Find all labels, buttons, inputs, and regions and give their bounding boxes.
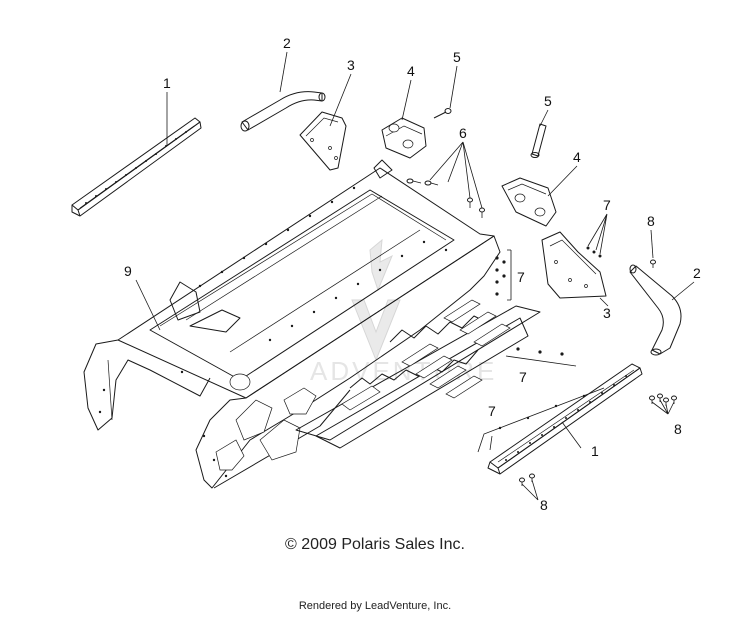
part-2-tube-right	[629, 264, 682, 356]
part-6-screws	[406, 178, 485, 218]
part-7-rivets-center	[495, 256, 577, 367]
part-1-rail-right	[487, 363, 643, 475]
callout-8-right: 8	[674, 421, 682, 437]
part-8-bolt-upper	[650, 259, 656, 268]
callout-7-center: 7	[519, 369, 527, 385]
callout-numbers: 1 2 3 4 5 6 5 4 7 8 2 9 7 3 7 7 1 8 8	[124, 35, 701, 513]
callout-3-right: 3	[603, 305, 611, 321]
callout-5-right: 5	[544, 93, 552, 109]
part-3-bracket-right	[541, 231, 607, 299]
callout-4-right: 4	[573, 149, 581, 165]
copyright-notice: © 2009 Polaris Sales Inc.	[285, 536, 465, 553]
part-5-bolt-upper	[433, 108, 452, 119]
callout-3-left: 3	[347, 57, 355, 73]
callout-7-upper: 7	[603, 197, 611, 213]
callout-2-left: 2	[283, 35, 291, 51]
part-9-tunnel-chassis	[83, 159, 541, 489]
watermark-logo: ADVENTURE	[310, 238, 494, 386]
part-8-bolts-right	[649, 393, 677, 406]
part-3-bracket-left	[299, 111, 347, 171]
exploded-parts-diagram: ADVENTURE	[71, 35, 701, 513]
part-4-block-right	[501, 177, 557, 227]
part-5-bolt-right	[530, 123, 547, 158]
part-2-tube-left	[240, 91, 326, 132]
callout-8-bottom: 8	[540, 497, 548, 513]
part-4-block-upper	[381, 117, 427, 159]
part-1-rail-left	[71, 117, 202, 217]
callout-5-upper: 5	[453, 49, 461, 65]
callout-2-right: 2	[693, 265, 701, 281]
leader-lines	[135, 51, 695, 501]
callout-7-lower: 7	[488, 403, 496, 419]
callout-1-left: 1	[163, 75, 171, 91]
rendered-by-credit: Rendered by LeadVenture, Inc.	[298, 600, 452, 612]
callout-9: 9	[124, 263, 132, 279]
part-7-rivets-lower	[477, 387, 605, 453]
callout-4-upper: 4	[407, 63, 415, 79]
callout-7-mid: 7	[517, 269, 525, 285]
callout-1-right: 1	[591, 443, 599, 459]
callout-8-upper: 8	[647, 213, 655, 229]
callout-6: 6	[459, 125, 467, 141]
